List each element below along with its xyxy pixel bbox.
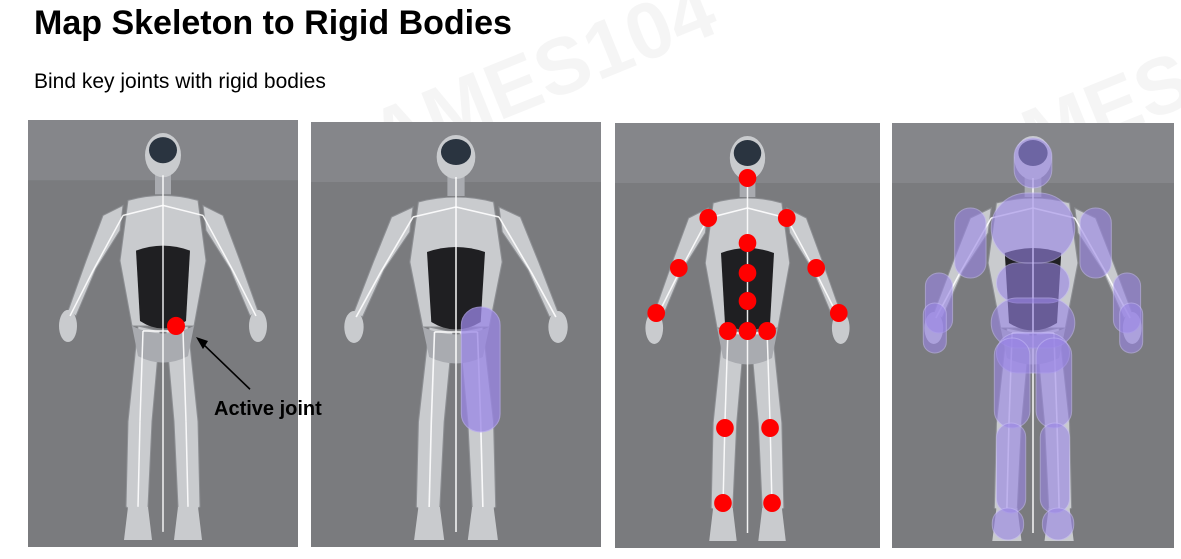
robot-render [311, 122, 601, 547]
skeleton-bone [428, 421, 433, 508]
robot-figure [59, 133, 267, 540]
skeleton-bone [162, 204, 204, 217]
key-joint-marker [807, 259, 826, 277]
skeleton-bone [769, 422, 773, 509]
skeleton-bone [202, 215, 234, 272]
skeleton-bone [185, 421, 189, 507]
slide-subtitle: Bind key joints with rigid bodies [34, 70, 326, 93]
rigid-body-capsule [995, 422, 1027, 514]
skeleton-bone [182, 330, 187, 422]
rigid-body-capsule [1119, 302, 1144, 354]
skeleton-bone [139, 330, 144, 422]
skeleton-bone [412, 206, 457, 218]
key-joint-marker [669, 259, 688, 277]
rigid-body-capsule [991, 507, 1025, 541]
skeleton-bone [137, 421, 141, 507]
right-hand [249, 309, 267, 343]
visor [733, 140, 762, 166]
robot-figure [645, 136, 850, 541]
right-foot [467, 507, 498, 540]
key-joint-marker [647, 304, 666, 322]
key-joint-marker [758, 322, 776, 340]
right-foot [174, 506, 202, 540]
skeleton-bone [530, 271, 557, 318]
skeleton-bone [498, 216, 532, 273]
key-joint-marker [738, 169, 757, 187]
key-joint-marker [716, 419, 734, 437]
skeleton-bone [232, 270, 257, 317]
skeleton-bone [380, 216, 414, 273]
key-joint-marker [738, 234, 757, 252]
left-hand [59, 309, 77, 343]
rigid-body-capsule [995, 262, 1071, 304]
rigid-body-capsule [990, 192, 1076, 264]
panel-single-rigid-body [311, 122, 601, 547]
skeleton-bone [766, 332, 771, 424]
skeleton-bone [430, 331, 436, 423]
rigid-body-capsule [922, 302, 947, 354]
skeleton-bone [69, 270, 94, 317]
skeleton-bone [355, 271, 382, 318]
rigid-body-capsule [1039, 422, 1071, 514]
panel-active-joint [28, 120, 298, 547]
key-joint-marker [738, 292, 757, 310]
robot-render [615, 123, 880, 548]
active-joint-label: Active joint [214, 398, 322, 420]
left-foot [414, 507, 445, 540]
rigid-body-capsule [954, 207, 987, 279]
rigid-body-capsule [1041, 507, 1075, 541]
skeleton-bone [722, 422, 726, 509]
left-hand [344, 311, 364, 343]
annotation-arrow-line [199, 340, 251, 390]
slide-title: Map Skeleton to Rigid Bodies [34, 4, 512, 42]
skeleton-bone [92, 215, 124, 272]
rigid-body-capsule [1013, 137, 1053, 189]
active-joint-marker [167, 316, 185, 336]
robot-render [892, 123, 1174, 548]
visor [440, 139, 472, 165]
robot-render [28, 120, 298, 547]
visor [149, 137, 177, 164]
right-foot [758, 508, 786, 541]
key-joint-marker [719, 322, 737, 340]
key-joint-marker [714, 494, 732, 512]
key-joint-marker [777, 209, 796, 227]
skeleton-bone [122, 204, 164, 217]
key-joint-marker [829, 304, 848, 322]
skeleton-bone [479, 421, 484, 508]
panel-all-rigid-bodies [892, 123, 1174, 548]
panel-key-joints [615, 123, 880, 548]
left-foot [709, 508, 737, 541]
left-foot [124, 506, 152, 540]
rigid-body-capsule [1079, 207, 1112, 279]
key-joint-marker [699, 209, 718, 227]
key-joint-marker [763, 494, 781, 512]
rigid-body-capsule [1035, 337, 1073, 429]
rigid-body-capsule [993, 337, 1031, 429]
skeleton-bone [724, 332, 729, 424]
key-joint-marker [761, 419, 779, 437]
skeleton-bone [455, 206, 500, 218]
rigid-body-thigh [460, 306, 501, 433]
key-joint-marker [738, 264, 757, 282]
key-joint-marker [738, 322, 757, 340]
right-hand [548, 311, 568, 343]
